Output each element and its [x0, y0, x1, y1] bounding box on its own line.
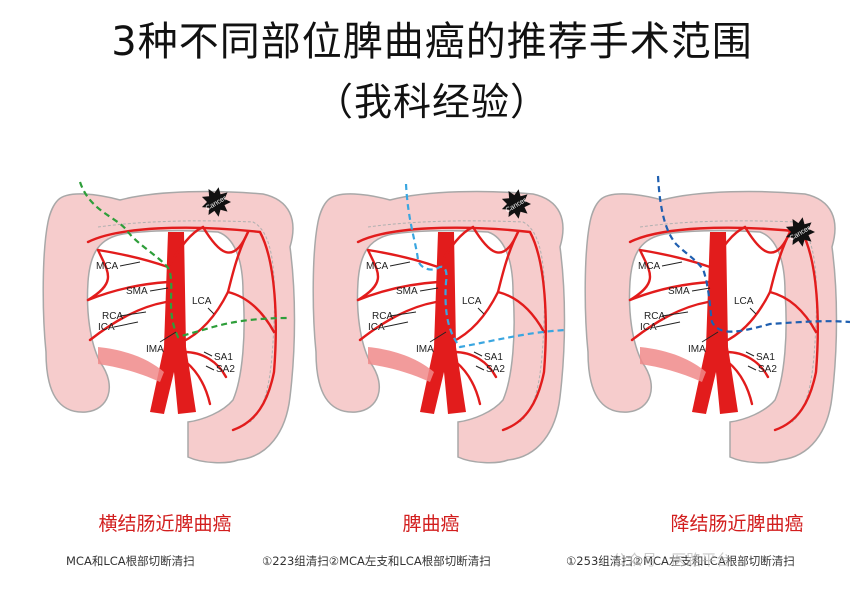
- diagram-panel-transverse: Cancer MCA SMA RCA ICA LCA IMA SA1 SA2: [28, 172, 308, 472]
- mca-vessel: [366, 225, 475, 269]
- label-sa1: SA1: [484, 352, 503, 363]
- label-leaders: [113, 261, 215, 371]
- right-colic-vessel: [628, 280, 712, 302]
- label-rca: RCA: [644, 311, 665, 322]
- label-ima: IMA: [146, 344, 164, 355]
- label-sa2: SA2: [216, 364, 235, 375]
- ileocolic-vessel: [88, 300, 168, 342]
- panel-caption: 横结肠近脾曲癌: [98, 513, 232, 535]
- diagram-panel-splenic-flexure: Cancer MCA SMA RCA ICA LCA IMA SA1 SA2: [298, 172, 578, 472]
- colon-diagram: Cancer MCA SMA RCA ICA LCA IMA SA1 SA2: [312, 183, 567, 464]
- diagram-panel-descending: Cancer MCA SMA RCA ICA LCA IMA SA1 SA2: [570, 172, 850, 472]
- panel-note: MCA和LCA根部切断清扫: [66, 554, 195, 568]
- marginal-artery: [356, 226, 547, 432]
- label-lca: LCA: [192, 296, 212, 307]
- colon-diagram: Cancer MCA SMA RCA ICA LCA IMA SA1 SA2: [584, 175, 850, 464]
- right-colic-vessel: [356, 280, 440, 302]
- label-sa2: SA2: [486, 364, 505, 375]
- arcade-loops: [356, 225, 546, 334]
- label-sa1: SA1: [756, 352, 775, 363]
- label-ica: ICA: [368, 322, 385, 333]
- ileocolic-vessel: [630, 300, 710, 342]
- label-sma: SMA: [668, 286, 690, 297]
- label-rca: RCA: [102, 311, 123, 322]
- label-leaders: [383, 261, 485, 371]
- label-mca: MCA: [638, 261, 661, 272]
- ileocolic-vessel: [358, 300, 438, 342]
- mca-vessel: [96, 225, 205, 269]
- tumor-icon: [501, 189, 531, 219]
- panel-caption: 降结肠近脾曲癌: [670, 513, 804, 535]
- colon-outline: [584, 190, 838, 464]
- tumor-icon: [785, 217, 815, 247]
- aorta: [692, 232, 738, 414]
- colon-wall-inner: [367, 220, 546, 423]
- label-ima: IMA: [416, 344, 434, 355]
- label-ica: ICA: [640, 322, 657, 333]
- arcade-loops: [86, 225, 276, 334]
- resection-line: [78, 181, 291, 339]
- colon-diagram: Cancer MCA SMA RCA ICA LCA IMA SA1 SA2: [42, 181, 296, 464]
- label-ica: ICA: [98, 322, 115, 333]
- colon-wall-inner: [639, 220, 818, 423]
- label-mca: MCA: [366, 261, 389, 272]
- label-ima: IMA: [688, 344, 706, 355]
- colon-wall-inner: [97, 220, 276, 423]
- resection-line: [404, 183, 567, 349]
- marginal-artery: [628, 226, 819, 432]
- sigmoid-vessels: [724, 350, 770, 406]
- sma-branch: [98, 347, 164, 382]
- label-sa2: SA2: [758, 364, 777, 375]
- panel-note: ①223组清扫②MCA左支和LCA根部切断清扫: [262, 554, 491, 568]
- aorta: [420, 232, 466, 414]
- label-leaders: [655, 261, 757, 371]
- mca-vessel: [638, 225, 747, 269]
- sma-branch: [640, 347, 706, 382]
- sigmoid-vessels: [452, 350, 498, 406]
- colon-outline: [42, 190, 296, 464]
- page-subtitle: （我科经验）: [314, 80, 549, 124]
- arcade-loops: [628, 225, 818, 334]
- sigmoid-vessels: [182, 350, 228, 406]
- label-mca: MCA: [96, 261, 119, 272]
- label-sma: SMA: [396, 286, 418, 297]
- panel-note: ①253组清扫②MCA左支和LCA根部切断清扫: [566, 554, 795, 568]
- right-colic-vessel: [86, 280, 170, 302]
- panel-caption: 脾曲癌: [402, 513, 460, 535]
- label-sa1: SA1: [214, 352, 233, 363]
- watermark: 公众号 · 医路平台: [612, 551, 732, 569]
- label-sma: SMA: [126, 286, 148, 297]
- sma-branch: [368, 347, 434, 382]
- label-rca: RCA: [372, 311, 393, 322]
- marginal-artery: [86, 226, 277, 432]
- tumor-icon: [201, 187, 231, 217]
- label-lca: LCA: [462, 296, 482, 307]
- label-lca: LCA: [734, 296, 754, 307]
- resection-line: [656, 175, 850, 333]
- colon-outline: [312, 190, 566, 464]
- page-title: 3种不同部位脾曲癌的推荐手术范围: [111, 19, 753, 65]
